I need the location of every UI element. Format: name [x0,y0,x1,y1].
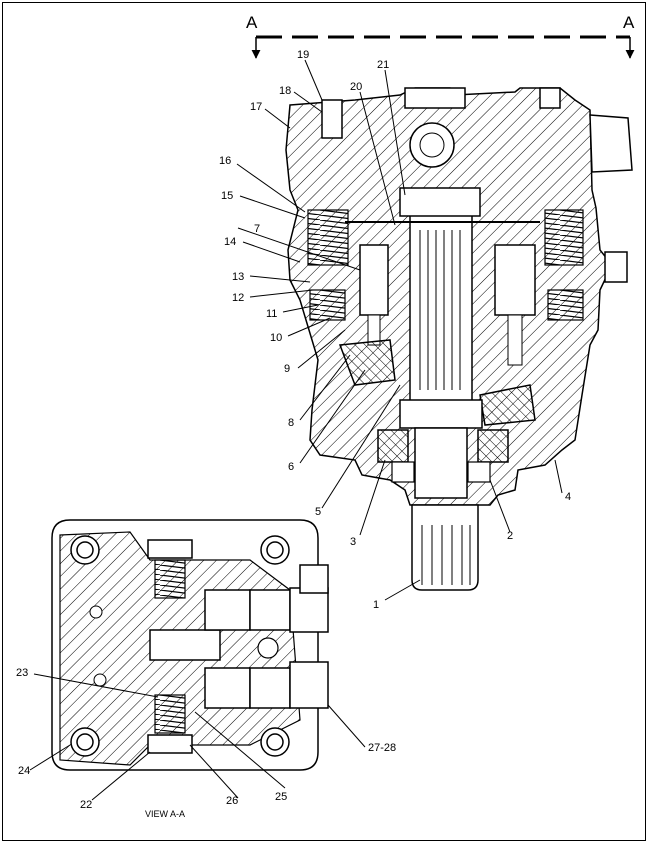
callout-6: 6 [288,461,294,473]
bolt-bottom-left-head [76,733,94,751]
lower-end-cap [147,734,193,754]
callout-5: 5 [315,506,321,518]
right-spring [544,209,584,266]
shaft-collar [399,399,483,429]
piston-left [359,244,389,316]
upper-end-cap [147,539,193,559]
corner-bolts [70,535,290,757]
cartridge-lower-nut [249,667,291,709]
callout-27-28: 27-28 [368,742,396,754]
callout-26: 26 [226,795,238,807]
valve-spool-center [149,629,221,661]
callout-16: 16 [219,155,231,167]
cartridge-lower-body [204,667,251,709]
shaft-splines [419,230,461,390]
right-piston-stack [547,289,584,321]
upper-valve-spring [154,559,186,599]
shaft-lower [414,427,468,499]
check-ball [409,122,455,168]
view-a-a-section [51,519,329,771]
callout-2: 2 [507,530,513,542]
cartridge-upper-nut [249,589,291,631]
seal-left [391,461,415,483]
section-marker-left: A [246,13,258,32]
side-port [589,114,633,173]
callout-24: 24 [18,765,30,777]
piston-rod-right [507,314,523,366]
check-ball-inner [419,132,445,158]
cartridge-upper-plug [289,587,329,633]
callout-25: 25 [275,791,287,803]
section-line-a-a [251,35,635,59]
side-fitting [604,251,628,283]
callout-1: 1 [373,599,379,611]
callout-8: 8 [288,417,294,429]
view-caption: VIEW A-A [145,809,185,819]
left-spring [307,209,349,266]
bearing-right [477,429,509,463]
callout-20: 20 [350,81,362,93]
callout-15: 15 [221,190,233,202]
callout-21: 21 [377,59,389,71]
bearing-left [377,429,409,463]
left-port [89,605,103,619]
cartridge-upper-body [204,589,251,631]
cartridge-lower-plug [289,661,329,709]
leader-lines [29,59,563,801]
left-piston-stack [309,289,346,321]
bolt-bottom-right-head [266,733,284,751]
bolt-top-right-head [266,541,284,559]
motor-cross-section [285,87,633,591]
callout-19: 19 [297,49,309,61]
callout-7: 7 [254,223,260,235]
callout-17: 17 [250,101,262,113]
callout-3: 3 [350,536,356,548]
callout-22: 22 [80,799,92,811]
valve-plug [539,87,561,109]
top-bolt [321,99,343,139]
swash-shoe-left [338,339,396,386]
center-port [257,637,279,659]
cartridge-valves [204,564,329,709]
top-bearing [399,187,481,217]
piston-right [494,244,536,316]
seal-right [467,461,491,483]
callout-4: 4 [565,491,571,503]
callout-14: 14 [224,236,236,248]
callout-23: 23 [16,667,28,679]
bolt-top-left-head [76,541,94,559]
main-shaft [409,194,473,426]
cartridge-top-fitting [299,564,329,594]
callout-13: 13 [232,271,244,283]
section-marker-right: A [623,13,635,32]
output-shaft-splines [421,525,471,585]
callout-12: 12 [232,292,244,304]
end-cap-block [404,87,466,109]
callout-9: 9 [284,363,290,375]
lower-valve-spring [154,694,186,734]
callout-10: 10 [270,332,282,344]
left-port-2 [93,673,107,687]
callout-11: 11 [266,308,277,320]
callout-18: 18 [279,85,291,97]
swash-shoe-right [479,384,536,426]
